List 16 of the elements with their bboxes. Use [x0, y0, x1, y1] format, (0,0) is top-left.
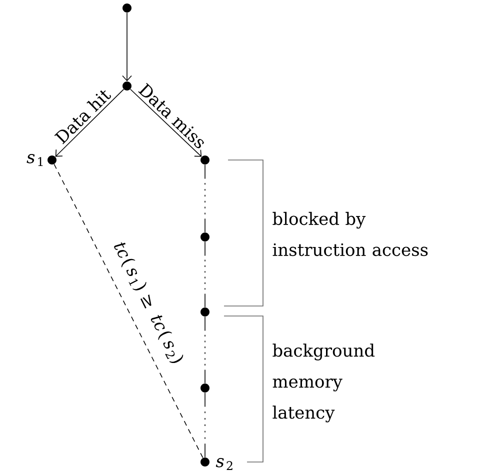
dot — [122, 4, 132, 12]
arrow — [55, 88, 124, 157]
dot — [48, 156, 56, 164]
dot — [200, 384, 210, 392]
edge-label: tc(s$_{1}$) ≥ tc(s$_{2}$) — [108, 235, 187, 368]
node-label: s$_{1}$ — [26, 154, 43, 166]
arrow — [122, 12, 132, 82]
dot — [122, 82, 132, 90]
dot — [200, 308, 210, 316]
dot — [200, 232, 210, 242]
bracket-label: background memory latency — [272, 344, 375, 422]
bracket-label: blocked by instruction access — [272, 212, 428, 256]
dot — [200, 458, 210, 466]
arrow — [130, 88, 202, 157]
node-label: s$_{2}$ — [216, 458, 232, 470]
dot — [200, 156, 210, 164]
